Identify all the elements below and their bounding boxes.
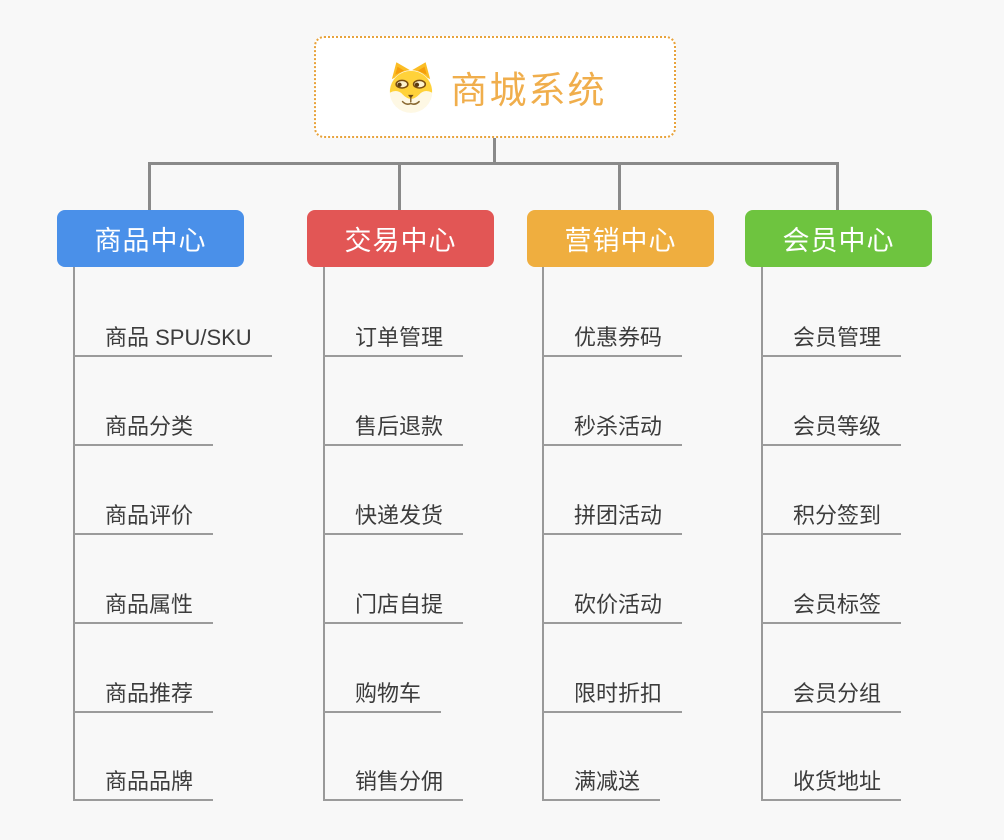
branch-node-product-center[interactable]: 商品中心 <box>57 210 244 267</box>
leaf-node[interactable]: 限时折扣 <box>542 666 683 713</box>
connector-drop <box>618 162 621 210</box>
connector-drop <box>836 162 839 210</box>
leaf-node[interactable]: 会员标签 <box>761 577 902 624</box>
leaf-node[interactable]: 商品分类 <box>73 399 214 446</box>
leaf-node[interactable]: 会员管理 <box>761 310 902 357</box>
branch-label: 交易中心 <box>344 226 457 256</box>
leaf-node[interactable]: 销售分佣 <box>323 754 464 801</box>
branch-label: 营销中心 <box>564 226 677 256</box>
leaf-node[interactable]: 快递发货 <box>323 488 464 535</box>
connector-drop <box>148 162 151 210</box>
leaf-node[interactable]: 满减送 <box>542 754 661 801</box>
leaf-node[interactable]: 商品推荐 <box>73 666 214 713</box>
connector-spine <box>148 162 839 165</box>
leaf-node[interactable]: 会员等级 <box>761 399 902 446</box>
branch-label: 会员中心 <box>782 226 895 256</box>
branch-label: 商品中心 <box>94 226 207 256</box>
branch-node-marketing-center[interactable]: 营销中心 <box>527 210 714 267</box>
leaf-node[interactable]: 收货地址 <box>761 754 902 801</box>
leaf-node[interactable]: 会员分组 <box>761 666 902 713</box>
leaf-node[interactable]: 拼团活动 <box>542 488 683 535</box>
dog-icon <box>389 62 432 113</box>
leaf-node[interactable]: 秒杀活动 <box>542 399 683 446</box>
leaf-node[interactable]: 订单管理 <box>323 310 464 357</box>
root-node-mall-system[interactable]: 商城系统 <box>314 36 676 138</box>
leaf-node[interactable]: 商品属性 <box>73 577 214 624</box>
leaf-node[interactable]: 购物车 <box>323 666 442 713</box>
branch-node-trade-center[interactable]: 交易中心 <box>307 210 494 267</box>
connector-drop <box>398 162 401 210</box>
branch-node-member-center[interactable]: 会员中心 <box>745 210 932 267</box>
leaf-node[interactable]: 售后退款 <box>323 399 464 446</box>
leaf-node[interactable]: 商品品牌 <box>73 754 214 801</box>
leaf-node[interactable]: 优惠券码 <box>542 310 683 357</box>
leaf-node[interactable]: 门店自提 <box>323 577 464 624</box>
connector-root-stem <box>493 136 496 164</box>
root-title: 商城系统 <box>450 70 607 111</box>
leaf-node[interactable]: 砍价活动 <box>542 577 683 624</box>
leaf-node[interactable]: 商品 SPU/SKU <box>73 310 272 357</box>
leaf-node[interactable]: 积分签到 <box>761 488 902 535</box>
leaf-node[interactable]: 商品评价 <box>73 488 214 535</box>
